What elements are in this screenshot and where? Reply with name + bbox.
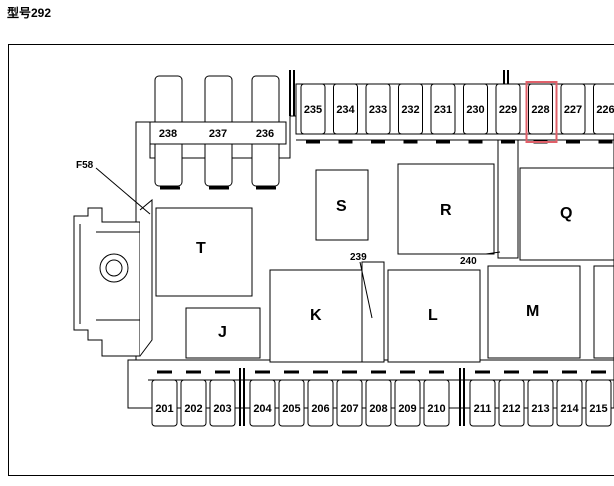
fuse-213-label: 213	[531, 403, 549, 415]
fuse-227	[560, 83, 586, 135]
fuse-201	[151, 379, 178, 427]
relay-K-label: K	[310, 307, 322, 324]
relay-Q-label: Q	[560, 205, 572, 222]
fuse-210-label: 210	[427, 403, 445, 415]
relay-Q	[519, 167, 614, 261]
fuse-230	[463, 83, 488, 135]
callout-239: 239	[350, 252, 367, 263]
callout-240: 240	[460, 256, 477, 267]
fuse-205	[278, 379, 305, 427]
relay-T	[155, 207, 253, 297]
callout-f58: F58	[76, 160, 94, 171]
fuse-232	[398, 83, 423, 135]
fuse-231	[430, 83, 456, 135]
fuse-226	[593, 83, 614, 135]
fuse-228	[528, 83, 553, 135]
fuse-233	[365, 83, 391, 135]
fuse-212	[498, 379, 525, 427]
highlight-box	[525, 81, 558, 143]
fuse-206-label: 206	[311, 403, 329, 415]
fuse-202	[180, 379, 207, 427]
relay-group	[155, 139, 614, 363]
fuse-213	[527, 379, 554, 427]
fuse-204-label: 204	[253, 403, 272, 415]
relay-R	[397, 163, 495, 255]
fuse-230-label: 230	[466, 104, 484, 116]
fuse-212-label: 212	[502, 403, 520, 415]
fuse-214	[556, 379, 583, 427]
fuse-231-label: 231	[434, 104, 452, 116]
fuse-237-label: 237	[209, 128, 227, 140]
fuse-235-label: 235	[304, 104, 322, 116]
fuse-204	[249, 379, 276, 427]
fuse-209-label: 209	[398, 403, 416, 415]
fuse-208	[365, 379, 392, 427]
fuse-208-label: 208	[369, 403, 387, 415]
fuse-233-label: 233	[369, 104, 387, 116]
fuse-203	[209, 379, 236, 427]
relay-K	[269, 269, 363, 363]
fuse-238-label: 238	[159, 128, 177, 140]
fuse-206	[307, 379, 334, 427]
fuse-229	[495, 83, 521, 135]
fuse-228-label: 228	[531, 104, 549, 116]
relay-J-label: J	[218, 324, 227, 341]
relay-M-label: M	[526, 303, 539, 320]
fuse-211-label: 211	[474, 403, 492, 415]
fuse-207	[336, 379, 363, 427]
relay-M	[487, 265, 581, 359]
fuse-215	[585, 379, 612, 427]
fuse-214-label: 214	[560, 403, 579, 415]
relay-S-label: S	[336, 198, 347, 215]
fuse-234-label: 234	[336, 104, 355, 116]
fuse-229-label: 229	[499, 104, 517, 116]
relay-L-label: L	[428, 307, 438, 324]
fuse-236-label: 236	[256, 128, 274, 140]
fuse-235	[300, 83, 326, 135]
diagram-frame	[8, 44, 614, 476]
relay-R-label: R	[440, 202, 452, 219]
fuse-205-label: 205	[282, 403, 300, 415]
fuse-207-label: 207	[340, 403, 358, 415]
big-fuse-group	[149, 75, 287, 190]
fuse-232-label: 232	[401, 104, 419, 116]
page-title: 型号292	[7, 6, 52, 20]
fuse-201-label: 201	[155, 403, 173, 415]
relay-L	[387, 269, 481, 363]
fuse-203-label: 203	[213, 403, 231, 415]
fuse-211	[469, 379, 496, 427]
fuse-215-label: 215	[589, 403, 607, 415]
fuse-234	[333, 83, 358, 135]
relay-S	[315, 169, 369, 241]
fuse-227-label: 227	[564, 104, 582, 116]
fuse-202-label: 202	[184, 403, 202, 415]
fuse-209	[394, 379, 421, 427]
fuse-226-label: 226	[596, 104, 614, 116]
relay-T-label: T	[196, 240, 206, 257]
relay-240-block	[497, 139, 519, 259]
fuse-210	[423, 379, 450, 427]
relay-J	[185, 307, 261, 359]
callout-lines	[95, 167, 501, 319]
